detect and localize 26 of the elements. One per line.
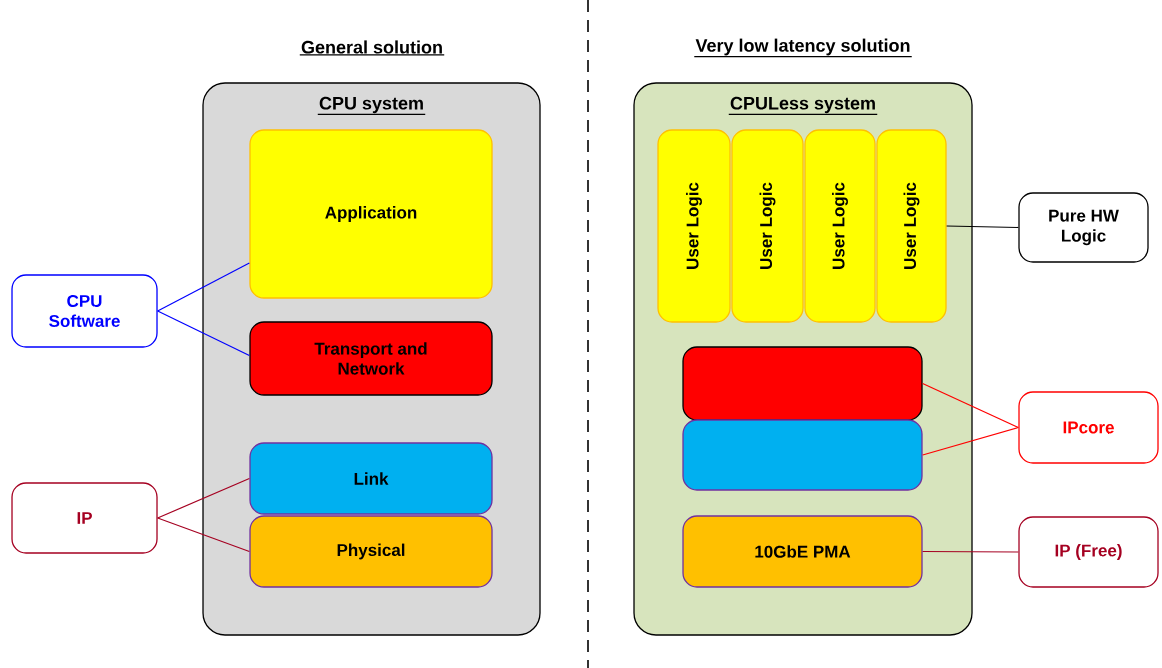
block-box: IPcore — [1018, 391, 1159, 464]
block-box: Pure HW Logic — [1018, 192, 1149, 263]
block-box: IP — [11, 482, 158, 554]
block-box — [682, 419, 923, 491]
logic-block: User Logic — [804, 129, 876, 323]
connector-line — [157, 310, 250, 357]
block-box: Application — [249, 129, 493, 299]
connector-line — [157, 477, 250, 519]
block-box: IP (Free) — [1018, 516, 1159, 588]
heading: Very low latency solution — [693, 38, 913, 58]
connector-line — [157, 262, 250, 312]
connector-line — [157, 517, 250, 553]
logic-block: User Logic — [657, 129, 731, 323]
block-box — [682, 346, 923, 421]
heading: General solution — [299, 40, 445, 56]
connector-line — [922, 550, 1019, 553]
connector-line — [922, 382, 1019, 429]
block-box: Physical — [249, 515, 493, 588]
connector-line — [922, 426, 1019, 456]
connector-line — [946, 225, 1019, 229]
block-box: 10GbE PMA — [682, 515, 923, 588]
logic-block: User Logic — [731, 129, 804, 323]
block-box: Transport and Network — [249, 321, 493, 396]
logic-block: User Logic — [876, 129, 947, 323]
block-box: CPU Software — [11, 274, 158, 348]
block-box: Link — [249, 442, 493, 515]
